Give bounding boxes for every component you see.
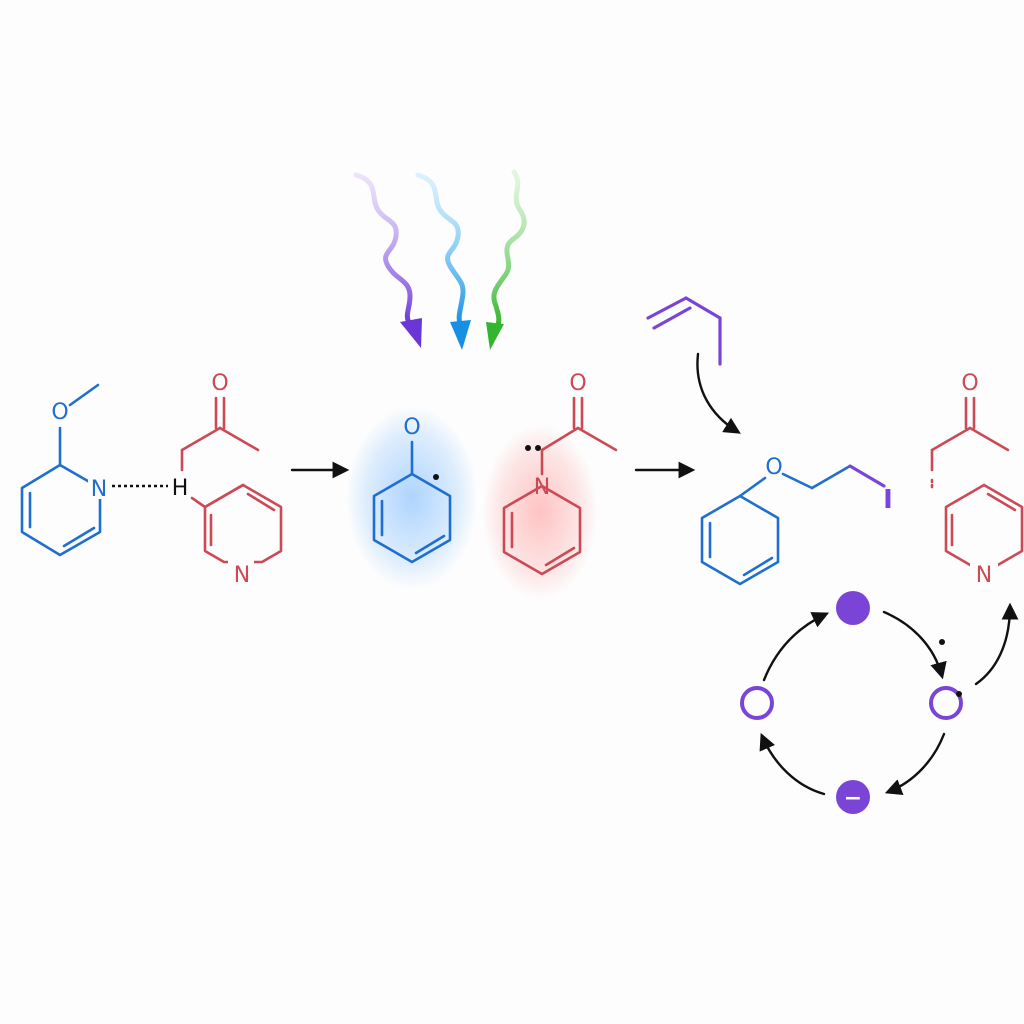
product-ether: O I	[700, 455, 893, 586]
alkene-addition-arrow	[696, 352, 741, 434]
cycle-arrow-ground-to-excited	[762, 612, 830, 682]
pyridine-nitrogen-label: N	[91, 477, 107, 502]
ketone-oxygen-label-mid: O	[569, 371, 586, 396]
pyridine-nitrogen-label-red: N	[234, 563, 250, 588]
cycle-arrow-anion-to-ground	[759, 732, 826, 796]
catalyst-ground-state	[740, 686, 774, 720]
acylpyridinium-radical: O N	[482, 371, 618, 600]
ketone-oxygen-label-right: O	[961, 371, 978, 396]
radical-dot-2	[535, 445, 541, 451]
iodide-label: I	[883, 485, 893, 515]
green-light-wave	[491, 169, 527, 328]
catalyst-radical-dot	[956, 691, 962, 697]
acetylpyridine-left: O N	[180, 371, 283, 588]
catalyst-radical-state	[929, 686, 963, 720]
catalyst-anion-state	[836, 780, 870, 814]
catalytic-cycle: −	[740, 591, 1019, 814]
blue-arrowhead	[450, 320, 471, 350]
phenoxy-radical: O	[346, 406, 478, 590]
radical-dot-1	[525, 445, 531, 451]
hydrogen-label: H	[172, 476, 189, 501]
radical-dot	[433, 474, 439, 480]
blue-light-wave	[415, 172, 466, 328]
methoxy-oxygen-label: O	[51, 400, 68, 425]
violet-light-wave	[353, 172, 413, 328]
pyridine-nitrogen-label-right: N	[976, 563, 992, 588]
methoxypyridine: O N	[20, 383, 110, 557]
cycle-exit-arrow	[974, 602, 1019, 686]
cycle-arrow-excited-to-radical	[882, 610, 947, 680]
ether-oxygen-label: O	[765, 455, 782, 480]
catalyst-anion-sign: −	[844, 786, 862, 811]
catalyst-excited-state	[836, 591, 870, 625]
phenoxy-oxygen-label: O	[403, 415, 420, 440]
light-rays	[353, 169, 527, 350]
alkene-reagent	[646, 296, 722, 366]
green-arrowhead	[486, 322, 504, 350]
ketone-oxygen-label: O	[211, 371, 228, 396]
violet-arrowhead	[400, 318, 422, 348]
acetylpyridine-right: O N	[930, 371, 1024, 588]
cycle-arrow-radical-to-anion	[884, 732, 946, 796]
cycle-radical-dot	[939, 639, 945, 645]
